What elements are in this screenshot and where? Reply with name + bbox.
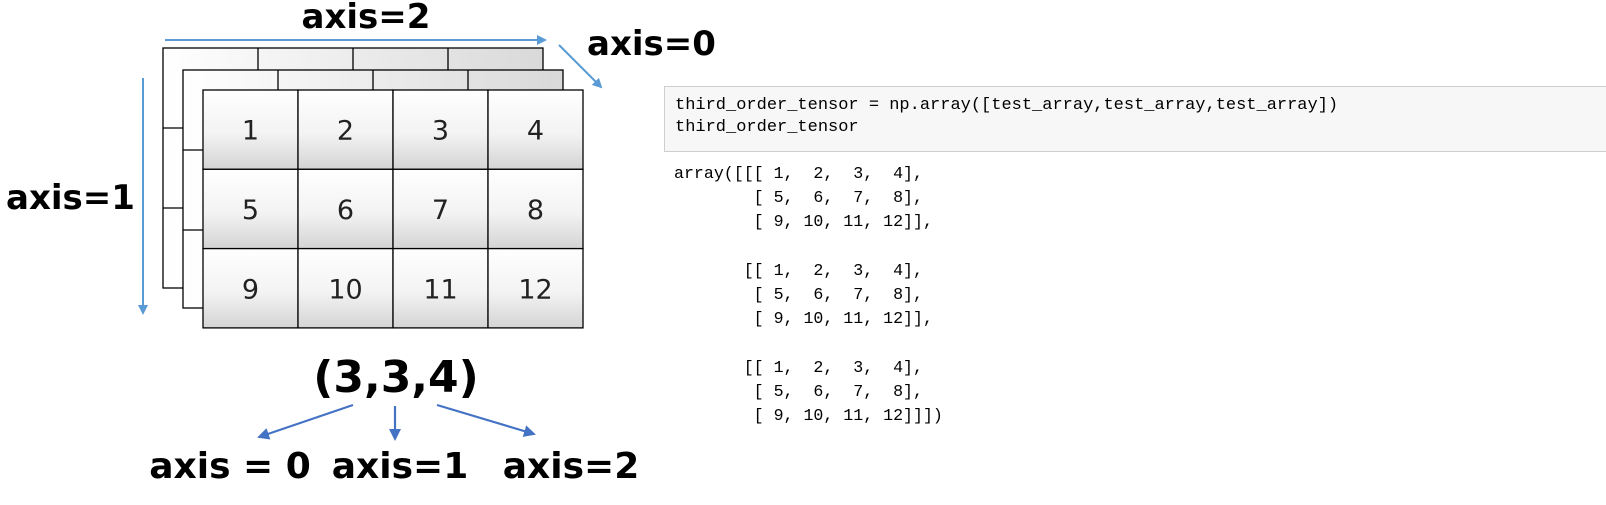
notebook-output: array([[[ 1, 2, 3, 4], [ 5, 6, 7, 8], [ … xyxy=(674,162,943,428)
notebook-input-cell[interactable]: third_order_tensor = np.array([test_arra… xyxy=(664,86,1606,152)
output-line xyxy=(674,235,943,259)
tensor-cell-value: 8 xyxy=(527,195,544,226)
tensor-cell xyxy=(487,168,584,250)
axis2-top-label: axis=2 xyxy=(302,0,431,37)
output-line xyxy=(674,331,943,355)
tensor-cell-value: 12 xyxy=(518,274,552,305)
tensor-cell-value: 3 xyxy=(432,116,449,147)
output-line: [ 9, 10, 11, 12]]]) xyxy=(674,406,943,426)
tensor-cell xyxy=(487,247,584,329)
output-line: [ 9, 10, 11, 12]], xyxy=(674,212,933,232)
bottom-axis2-label: axis=2 xyxy=(503,446,640,487)
output-line: [ 5, 6, 7, 8], xyxy=(674,188,923,208)
tensor-cell xyxy=(297,247,394,329)
code-line: third_order_tensor xyxy=(675,118,859,137)
output-line: [ 9, 10, 11, 12]], xyxy=(674,309,933,329)
axis0-top-label: axis=0 xyxy=(587,24,716,64)
tensor-cell-value: 10 xyxy=(328,274,362,305)
tensor-cell-value: 5 xyxy=(242,195,259,226)
tensor-cell xyxy=(392,168,489,250)
axis1-side-label: axis=1 xyxy=(6,178,135,218)
tensor-cell xyxy=(297,168,394,250)
output-line: array([[[ 1, 2, 3, 4], xyxy=(674,164,923,183)
shape-label: (3,3,4) xyxy=(313,352,479,403)
output-line: [[ 1, 2, 3, 4], xyxy=(674,260,923,280)
output-line: [ 5, 6, 7, 8], xyxy=(674,381,923,401)
bottom-axis1-label: axis=1 xyxy=(332,446,469,487)
tensor-cell-value: 11 xyxy=(423,274,457,305)
tensor-cell-value: 9 xyxy=(242,274,259,305)
tensor-cell xyxy=(392,89,489,170)
code-input[interactable]: third_order_tensor = np.array([test_arra… xyxy=(665,87,1606,147)
shape-arrow-axis0 xyxy=(257,403,354,440)
tensor-cell-value: 4 xyxy=(527,116,544,147)
tensor-cell-value: 2 xyxy=(337,116,354,147)
output-line: [[ 1, 2, 3, 4], xyxy=(674,357,923,377)
tensor-cell-value: 1 xyxy=(242,116,259,147)
shape-arrow-axis2 xyxy=(436,403,536,437)
bottom-axis0-label: axis = 0 xyxy=(149,446,311,487)
code-line: third_order_tensor = np.array([test_arra… xyxy=(675,96,1339,115)
axis0-arrow xyxy=(558,44,603,89)
tensor-cell-value: 7 xyxy=(432,195,449,226)
output-line: [ 5, 6, 7, 8], xyxy=(674,285,923,305)
tensor-cell-value: 6 xyxy=(337,195,354,226)
